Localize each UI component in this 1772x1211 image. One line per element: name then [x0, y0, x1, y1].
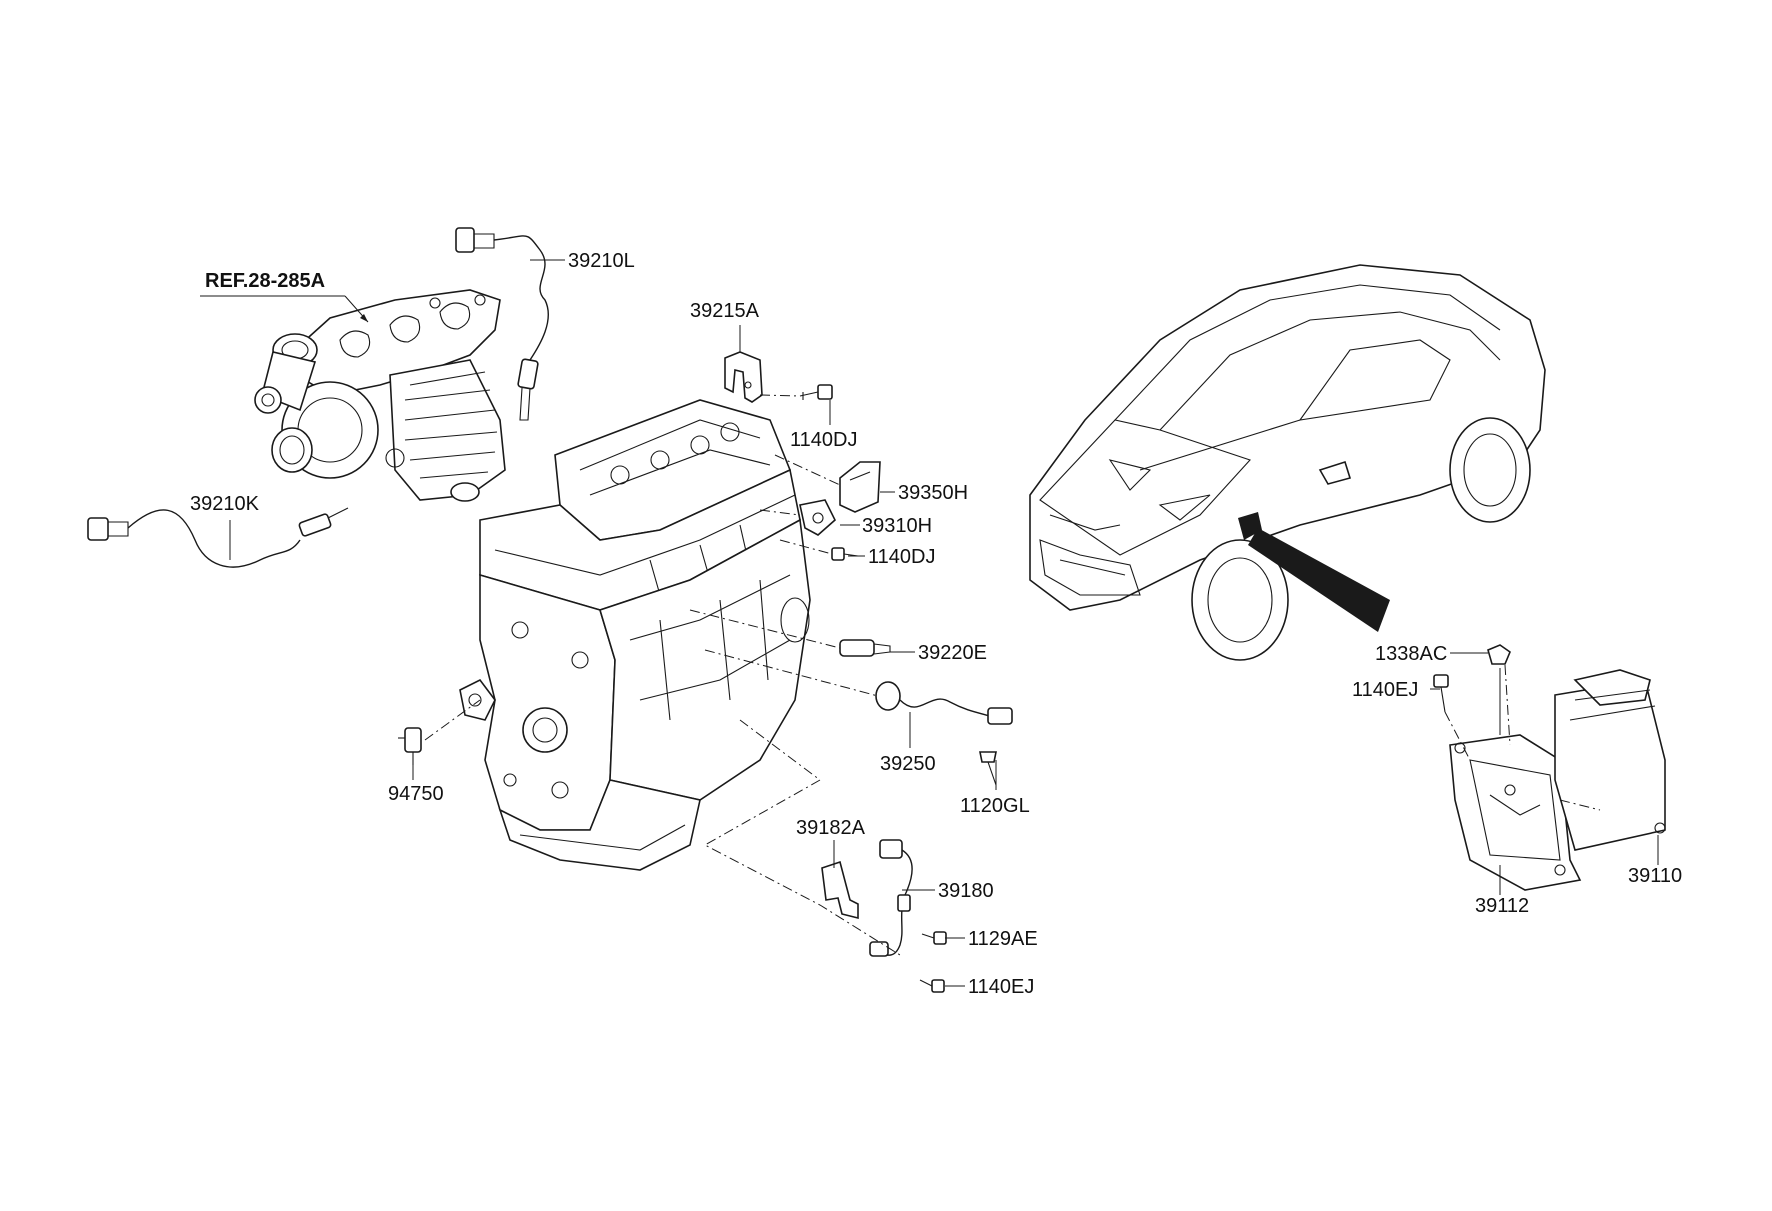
- bolt-1140dj-lower-illustration: [831, 547, 859, 561]
- part-label-39310h: 39310H: [862, 515, 932, 537]
- part-label-1338ac: 1338AC: [1375, 643, 1447, 665]
- reference-label: REF.28-285A: [205, 270, 325, 292]
- leader-lines: [200, 259, 1659, 987]
- part-label-39220e: 39220E: [918, 642, 987, 664]
- part-label-39110: 39110: [1628, 865, 1682, 887]
- bolt-1140dj-upper-illustration: [799, 384, 833, 400]
- part-label-1140ej-upper: 1140EJ: [1352, 679, 1418, 701]
- oxygen-sensor-upper-illustration: [455, 227, 549, 421]
- ecu-bracket-39112-illustration: [1449, 734, 1582, 891]
- part-label-1129ae: 1129AE: [968, 928, 1038, 950]
- sensor-94750-illustration: [398, 727, 422, 765]
- crank-sensor-39180-illustration: [869, 839, 913, 957]
- oxygen-sensor-lower-illustration: [87, 507, 349, 568]
- part-label-39210k: 39210K: [190, 493, 260, 515]
- sensor-39310h-illustration: [799, 499, 836, 536]
- sensor-39220e-illustration: [839, 639, 891, 657]
- bolt-1140ej-lower-illustration: [919, 979, 945, 993]
- labels: REF.28-285A 39210L 39210K 39215A 1140DJ …: [190, 250, 1682, 998]
- part-label-39250: 39250: [880, 753, 936, 775]
- knock-sensor-39250-illustration: [875, 681, 1013, 725]
- ecu-39110-illustration: [1554, 669, 1666, 851]
- part-label-39350h: 39350H: [898, 482, 968, 504]
- bolt-1120gl-illustration: [979, 751, 997, 786]
- part-label-1120gl: 1120GL: [960, 795, 1030, 817]
- bracket-39182a-illustration: [821, 860, 859, 920]
- part-label-1140ej-lower: 1140EJ: [968, 976, 1034, 998]
- bolt-1140ej-upper-illustration: [1433, 674, 1449, 713]
- bolt-1129ae-illustration: [921, 931, 947, 945]
- part-label-39180: 39180: [938, 880, 994, 902]
- shield-39350h-illustration: [839, 461, 881, 513]
- nut-1338ac-illustration: [1487, 644, 1511, 665]
- part-label-39215a: 39215A: [690, 300, 760, 322]
- part-label-1140dj-upper: 1140DJ: [790, 429, 857, 451]
- part-label-39112: 39112: [1475, 895, 1529, 917]
- bracket-39215a-illustration: [724, 351, 763, 403]
- part-label-39182a: 39182A: [796, 817, 866, 839]
- assembly-dash-lines: [424, 394, 1601, 956]
- turbo-manifold-illustration: [254, 289, 506, 502]
- car-illustration: [1029, 264, 1546, 661]
- part-label-1140dj-lower: 1140DJ: [868, 546, 935, 568]
- part-label-94750: 94750: [388, 783, 444, 805]
- part-label-39210l: 39210L: [568, 250, 635, 272]
- engine-block-illustration: [459, 399, 811, 871]
